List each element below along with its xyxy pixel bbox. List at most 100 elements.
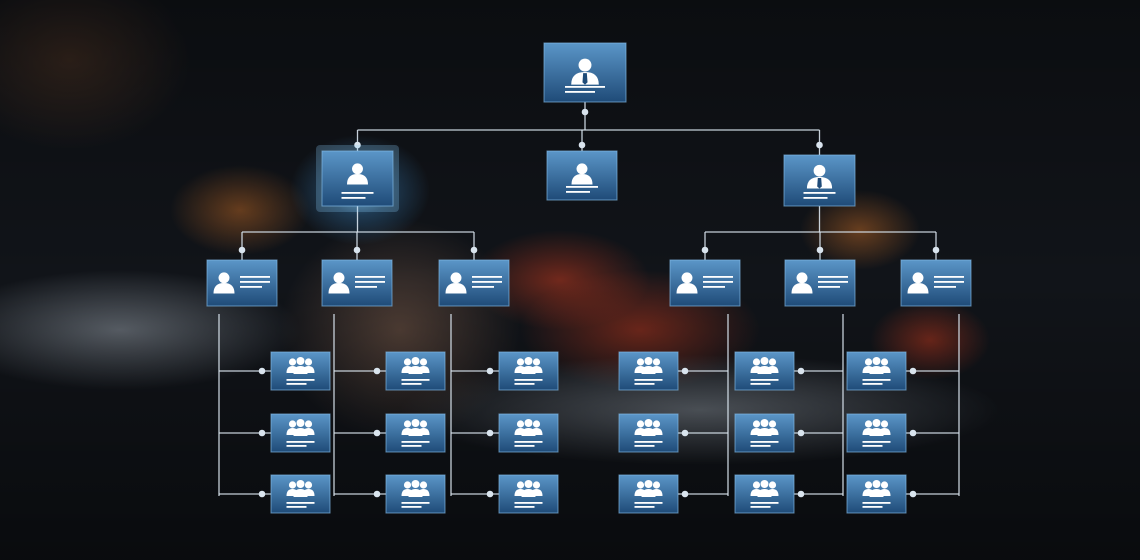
connector-dot	[373, 429, 381, 437]
title-lines	[514, 383, 535, 385]
team-card	[846, 474, 907, 514]
connector-dot	[932, 246, 940, 254]
info-lines	[934, 276, 964, 278]
team-card	[385, 413, 446, 453]
title-lines	[862, 383, 883, 385]
title-lines	[565, 86, 605, 88]
employee-card	[900, 259, 972, 307]
title-lines	[514, 506, 535, 508]
connector-dot	[258, 429, 266, 437]
connector-dot	[470, 246, 478, 254]
team-card	[618, 474, 679, 514]
employee-card	[669, 259, 741, 307]
info-lines	[934, 281, 964, 283]
connector-dot	[486, 367, 494, 375]
team-card	[846, 413, 907, 453]
title-lines	[634, 441, 663, 443]
title-lines	[862, 502, 891, 504]
info-lines	[355, 286, 377, 288]
title-lines	[514, 379, 543, 381]
team-card	[498, 351, 559, 391]
title-lines	[566, 186, 598, 188]
info-lines	[240, 286, 262, 288]
card-box	[321, 259, 393, 307]
team-card	[270, 474, 331, 514]
connector-dot	[238, 246, 246, 254]
connector-dot	[258, 490, 266, 498]
info-lines	[472, 281, 502, 283]
employee-card	[784, 259, 856, 307]
team-card	[498, 474, 559, 514]
title-lines	[750, 379, 779, 381]
title-lines	[634, 379, 663, 381]
team-card	[734, 351, 795, 391]
title-lines	[341, 192, 374, 194]
connector-dot	[354, 141, 361, 149]
title-lines	[634, 445, 655, 447]
title-lines	[862, 506, 883, 508]
title-lines	[514, 441, 543, 443]
connector-dot	[258, 367, 266, 375]
title-lines	[566, 191, 590, 193]
card-box	[206, 259, 278, 307]
title-lines	[286, 379, 315, 381]
card-box	[669, 259, 741, 307]
title-lines	[286, 502, 315, 504]
title-lines	[750, 502, 779, 504]
title-lines	[341, 197, 366, 199]
title-lines	[803, 192, 836, 194]
title-lines	[286, 383, 307, 385]
connector-dot	[797, 490, 805, 498]
card-box	[438, 259, 510, 307]
connector-dot	[581, 108, 589, 116]
info-lines	[818, 286, 840, 288]
title-lines	[401, 502, 430, 504]
title-lines	[514, 445, 535, 447]
title-lines	[803, 197, 828, 199]
connector-dot	[909, 429, 917, 437]
employee-card	[321, 259, 393, 307]
info-lines	[472, 286, 494, 288]
team-card	[734, 474, 795, 514]
connector-dot	[486, 429, 494, 437]
title-lines	[401, 441, 430, 443]
title-lines	[750, 445, 771, 447]
team-card	[385, 351, 446, 391]
team-card	[846, 351, 907, 391]
connector-dot	[681, 429, 689, 437]
title-lines	[286, 506, 307, 508]
title-lines	[286, 441, 315, 443]
org-chart-nodes	[206, 42, 972, 514]
info-lines	[355, 276, 385, 278]
team-card	[385, 474, 446, 514]
connector-dot	[816, 141, 823, 149]
connector-dot	[681, 490, 689, 498]
connector-dot	[909, 367, 917, 375]
title-lines	[862, 445, 883, 447]
info-lines	[703, 281, 733, 283]
card-box	[784, 259, 856, 307]
title-lines	[286, 445, 307, 447]
info-lines	[703, 286, 725, 288]
title-lines	[634, 506, 655, 508]
title-lines	[750, 506, 771, 508]
info-lines	[240, 281, 270, 283]
team-card	[618, 351, 679, 391]
connector-dot	[816, 246, 824, 254]
title-lines	[565, 91, 595, 93]
connector-dot	[681, 367, 689, 375]
team-card	[270, 351, 331, 391]
info-lines	[355, 281, 385, 283]
title-lines	[401, 379, 430, 381]
title-lines	[634, 383, 655, 385]
title-lines	[514, 502, 543, 504]
team-card	[498, 413, 559, 453]
info-lines	[472, 276, 502, 278]
title-lines	[401, 506, 422, 508]
team-card	[734, 413, 795, 453]
title-lines	[862, 441, 891, 443]
team-card	[270, 413, 331, 453]
connector-dot	[578, 141, 586, 149]
info-lines	[934, 286, 956, 288]
